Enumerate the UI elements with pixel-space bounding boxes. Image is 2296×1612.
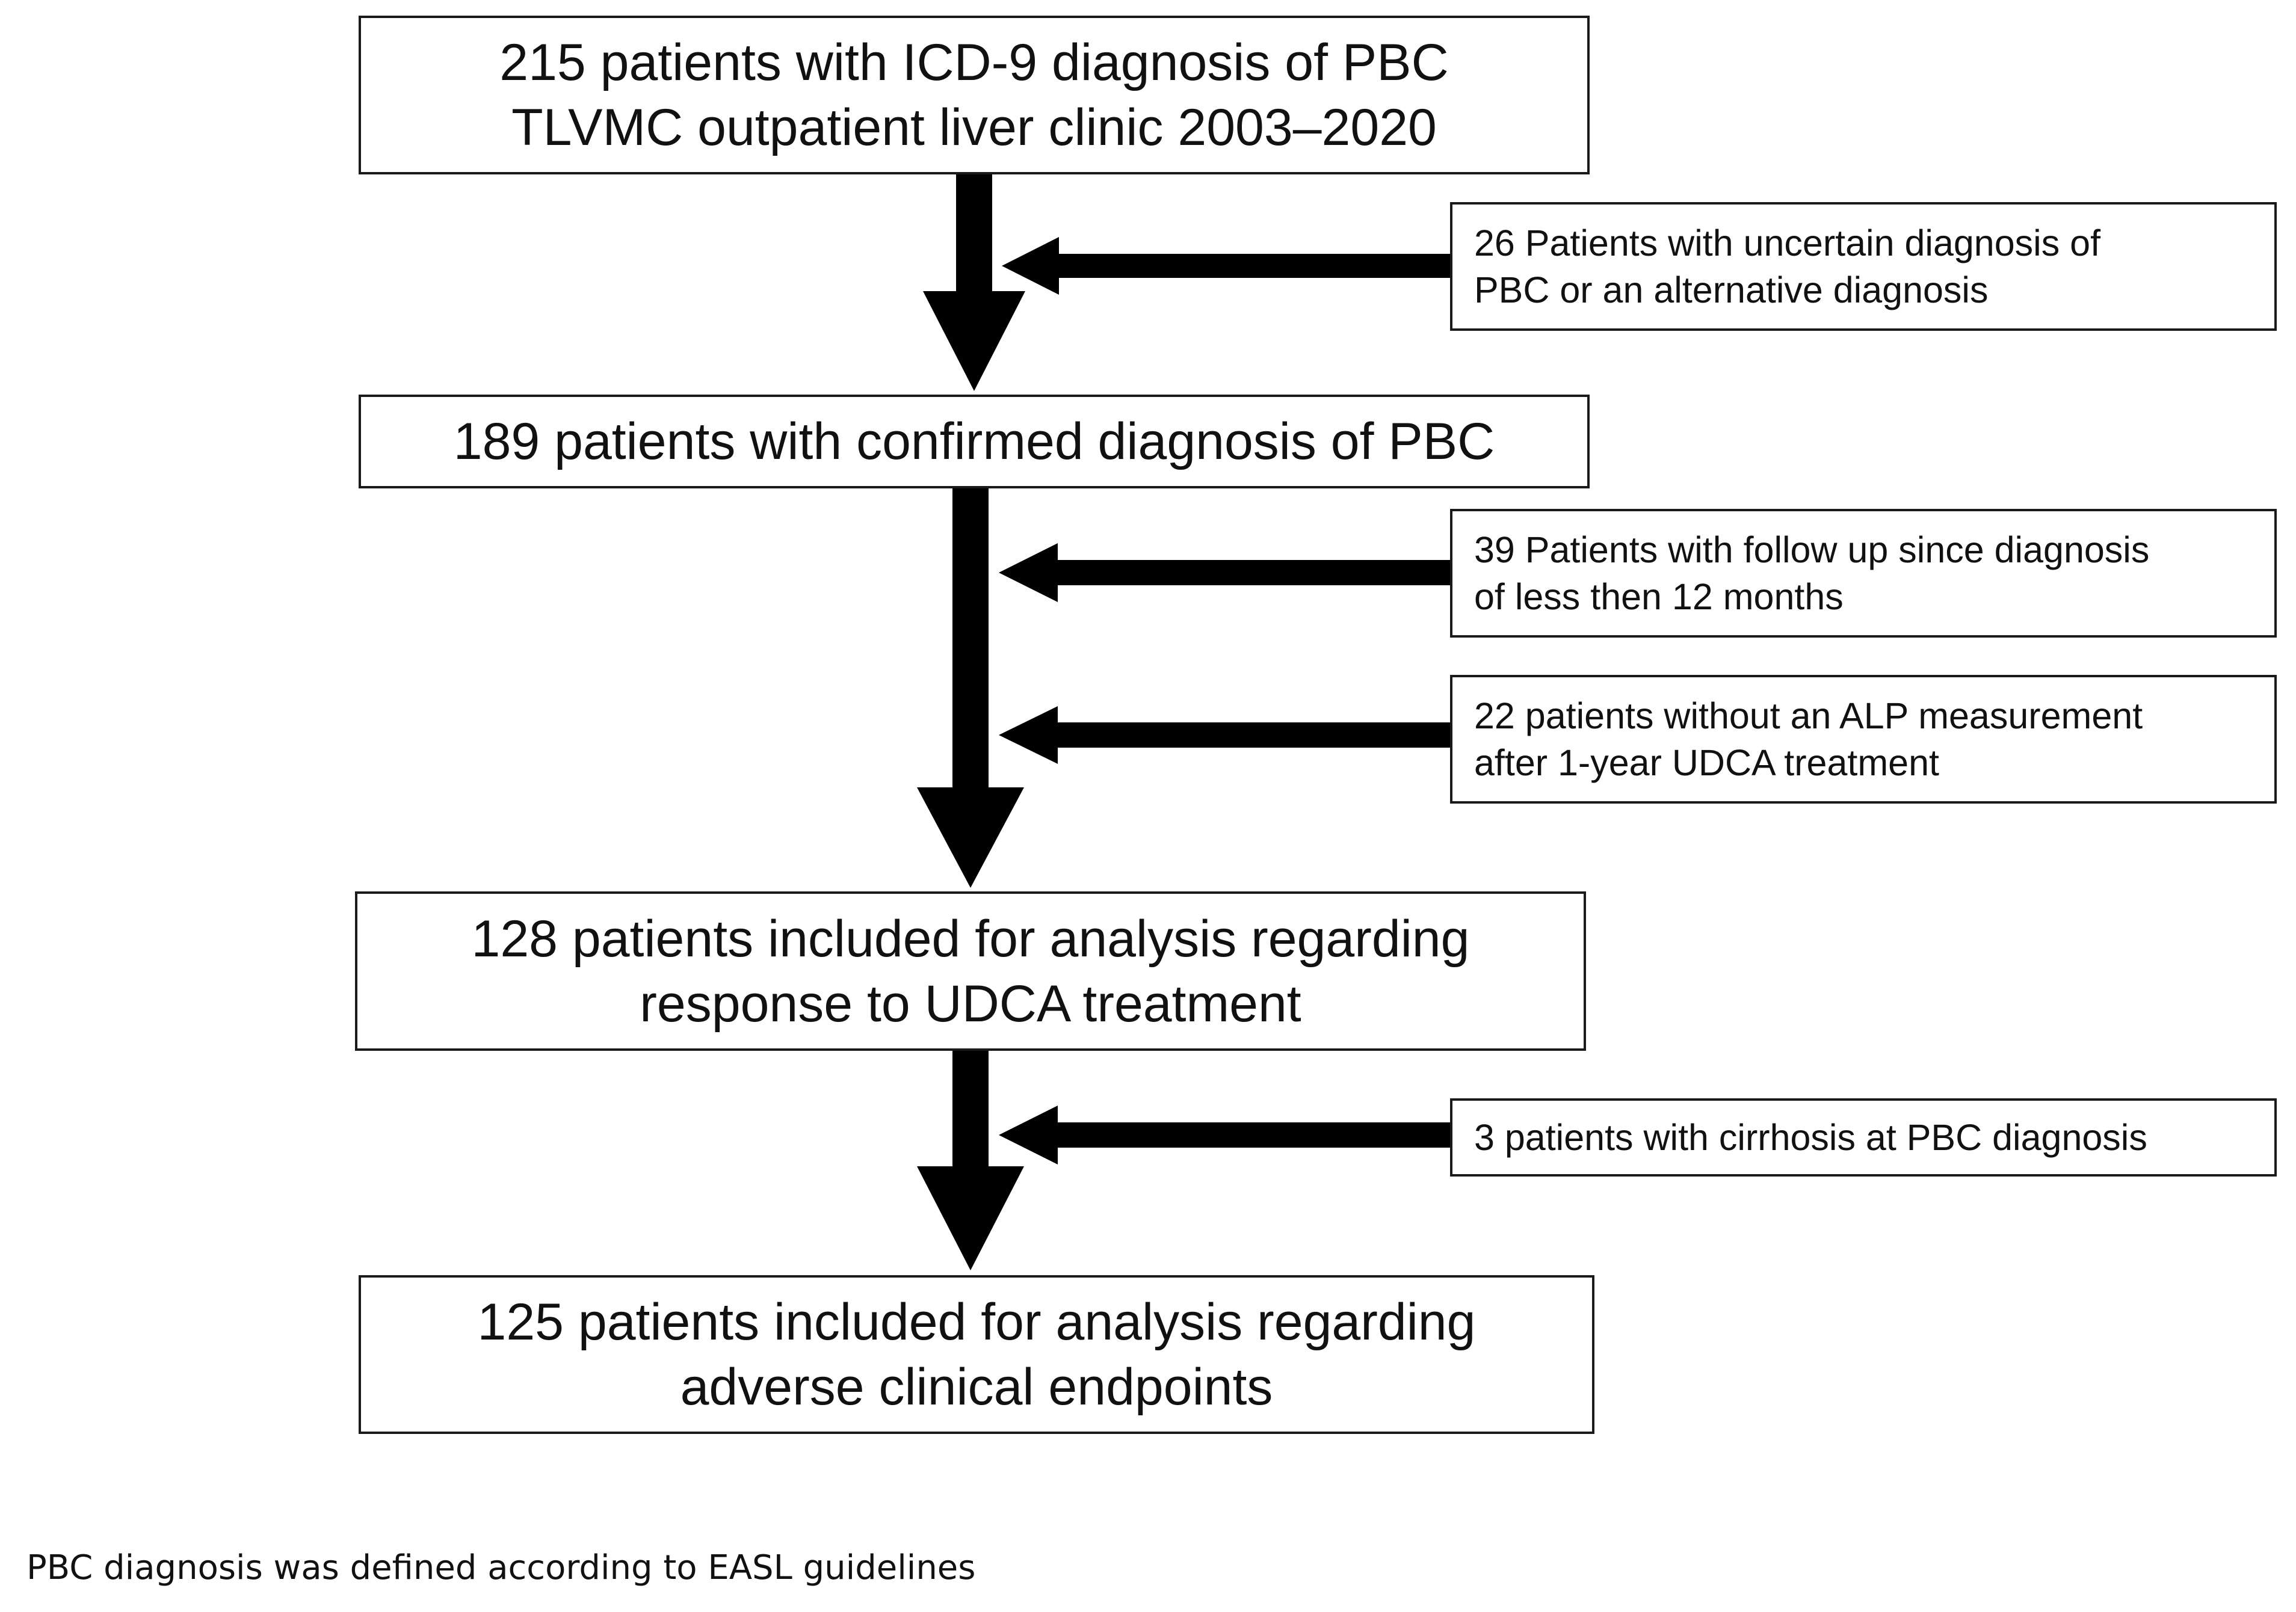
left-arrow-2	[999, 543, 1451, 602]
down-arrow-3	[917, 1048, 1024, 1270]
box-udca-line-2: response to UDCA treatment	[640, 974, 1301, 1033]
exclusion-1-line-1: 26 Patients with uncertain diagnosis of	[1474, 223, 2101, 263]
exclusion-box-cirrhosis: 3 patients with cirrhosis at PBC diagnos…	[1450, 1098, 2277, 1177]
exclusion-3-line-1: 22 patients without an ALP measurement	[1474, 695, 2143, 736]
box-confirmed-line-1: 189 patients with confirmed diagnosis of…	[453, 413, 1495, 470]
left-arrow-1	[1002, 237, 1451, 295]
down-arrow-2	[917, 486, 1024, 888]
exclusion-box-no-alp-measurement: 22 patients without an ALP measurement a…	[1450, 675, 2277, 804]
left-arrow-3	[999, 706, 1451, 764]
exclusion-3-line-2: after 1-year UDCA treatment	[1474, 742, 1939, 783]
exclusion-box-short-follow-up: 39 Patients with follow up since diagnos…	[1450, 509, 2277, 638]
box-udca-response-patients: 128 patients included for analysis regar…	[355, 891, 1586, 1051]
box-initial-line-1: 215 patients with ICD-9 diagnosis of PBC	[499, 34, 1449, 91]
box-confirmed-patients: 189 patients with confirmed diagnosis of…	[359, 395, 1590, 488]
down-arrow-1	[923, 173, 1025, 391]
box-initial-line-2: TLVMC outpatient liver clinic 2003–2020	[511, 99, 1437, 156]
box-endpoints-line-1: 125 patients included for analysis regar…	[477, 1293, 1476, 1351]
box-endpoints-patients: 125 patients included for analysis regar…	[359, 1275, 1594, 1434]
left-arrow-4	[999, 1106, 1451, 1164]
box-udca-line-1: 128 patients included for analysis regar…	[471, 909, 1470, 968]
exclusion-1-line-2: PBC or an alternative diagnosis	[1474, 269, 1989, 310]
box-initial-patients: 215 patients with ICD-9 diagnosis of PBC…	[359, 16, 1590, 174]
exclusion-box-uncertain-diagnosis: 26 Patients with uncertain diagnosis of …	[1450, 202, 2277, 331]
box-endpoints-line-2: adverse clinical endpoints	[680, 1358, 1273, 1416]
footnote: PBC diagnosis was defined according to E…	[26, 1548, 976, 1587]
exclusion-2-line-1: 39 Patients with follow up since diagnos…	[1474, 529, 2150, 570]
exclusion-2-line-2: of less then 12 months	[1474, 576, 1844, 617]
exclusion-4-line-1: 3 patients with cirrhosis at PBC diagnos…	[1474, 1117, 2147, 1158]
